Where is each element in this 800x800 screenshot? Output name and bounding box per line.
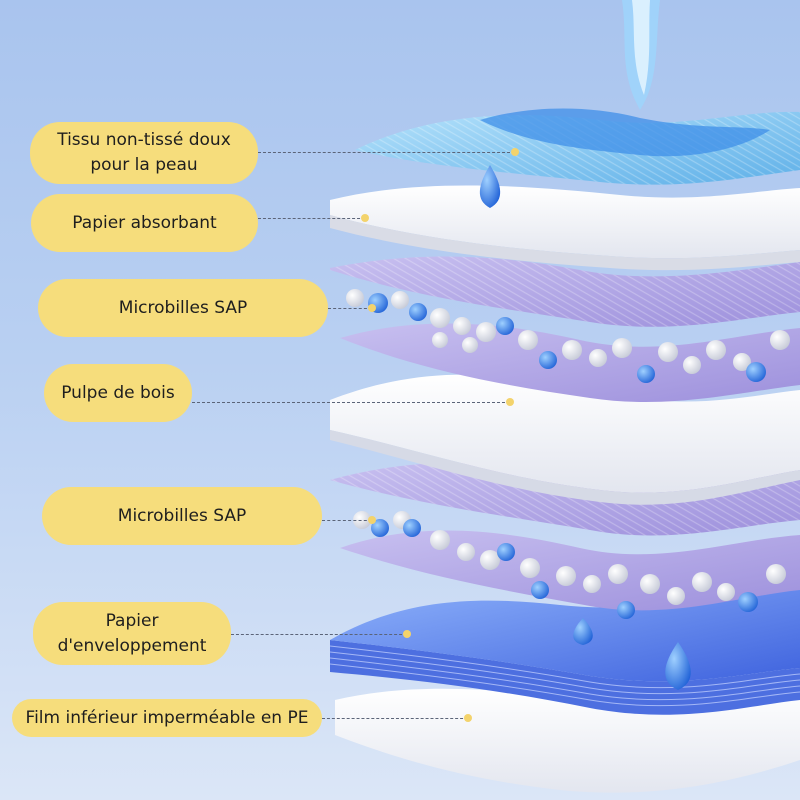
water-drops xyxy=(479,165,691,690)
label-wrapping-paper: Papier d'enveloppement xyxy=(33,602,231,665)
label-pe-film: Film inférieur imperméable en PE xyxy=(12,699,322,737)
label-sap-1: Microbilles SAP xyxy=(38,279,328,337)
leader-pin xyxy=(464,714,472,722)
label-text-line: Tissu non-tissé doux xyxy=(57,130,231,150)
leader-line xyxy=(322,520,372,521)
label-sap-2: Microbilles SAP xyxy=(42,487,322,545)
label-wood-pulp: Pulpe de bois xyxy=(44,364,192,422)
wood-pulp-layer xyxy=(330,374,800,505)
leader-pin xyxy=(368,516,376,524)
leader-line xyxy=(231,634,407,635)
leader-pin xyxy=(506,398,514,406)
water-stream xyxy=(622,0,660,110)
leader-pin xyxy=(511,148,519,156)
label-text-line: Papier xyxy=(105,610,159,631)
pe-film-layer xyxy=(335,688,800,793)
label-top-sheet: Tissu non-tissé doux pour la peau xyxy=(30,122,258,184)
label-text-line: Microbilles SAP xyxy=(118,297,248,318)
leader-pin xyxy=(368,304,376,312)
leader-line xyxy=(328,308,372,309)
leader-line xyxy=(258,152,515,153)
label-text-line: d'enveloppement xyxy=(57,635,207,656)
label-absorbent-paper: Papier absorbant xyxy=(31,194,258,252)
label-text-line: pour la peau xyxy=(90,155,198,175)
leader-pin xyxy=(403,630,411,638)
label-text-line: Pulpe de bois xyxy=(61,382,175,403)
label-text-line: Papier absorbant xyxy=(72,212,217,233)
sap-layer-1 xyxy=(330,256,800,403)
sap-beads-1 xyxy=(346,289,790,383)
leader-pin xyxy=(361,214,369,222)
leader-line xyxy=(258,218,365,219)
sap-beads-2 xyxy=(353,511,786,619)
leader-line xyxy=(322,718,468,719)
label-text-line: Film inférieur imperméable en PE xyxy=(25,707,309,728)
top-sheet-layer xyxy=(355,108,800,185)
leader-line xyxy=(192,402,510,403)
absorbent-paper-layer xyxy=(330,185,800,271)
label-text-line: Microbilles SAP xyxy=(117,505,247,526)
